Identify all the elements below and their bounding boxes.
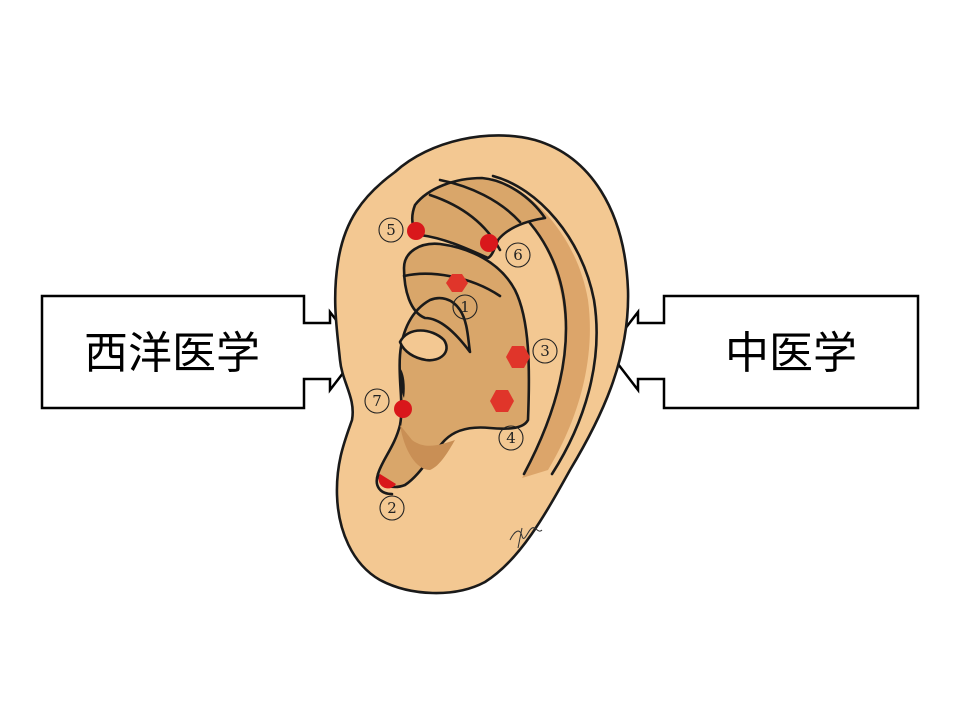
ear-tragus: [398, 329, 448, 362]
marker-label-5: 5: [378, 217, 404, 243]
ear-concha-shade: [400, 425, 455, 470]
marker-label-7: 7: [364, 388, 390, 414]
marker-label-3: 3: [532, 338, 558, 364]
marker-label-4: 4: [498, 425, 524, 451]
artist-signature: [509, 527, 543, 549]
acupoint-1-mark: [446, 274, 468, 292]
acupoint-4-mark: [490, 390, 514, 412]
svg-text:5: 5: [386, 221, 396, 239]
ear-helix-rim: [491, 174, 598, 476]
left-arrow-box: 西洋医学: [40, 294, 362, 410]
acupoint-5-mark: [407, 222, 425, 240]
right-arrow-box: 中医学: [606, 294, 920, 410]
marker-label-2: 2: [379, 495, 405, 521]
left-box-label: 西洋医学: [84, 328, 260, 379]
marker-labels: 1 2 3 4 5 6 7: [364, 217, 558, 521]
svg-text:2: 2: [387, 499, 397, 517]
acupoint-7-mark: [394, 400, 412, 418]
svg-text:6: 6: [513, 246, 523, 264]
right-arrow-shape: [606, 294, 920, 410]
marker-label-1: 1: [452, 294, 478, 320]
ear-crus-lower: [438, 178, 522, 224]
ear-antihelix-shade: [486, 178, 590, 478]
acupoint-3-mark: [506, 346, 530, 368]
right-box-label: 中医学: [725, 328, 857, 379]
ear-lobe-contour: [375, 472, 394, 496]
svg-text:7: 7: [372, 392, 382, 410]
svg-text:1: 1: [460, 298, 470, 316]
ear-canal: [399, 368, 405, 398]
ear: [333, 134, 630, 595]
acupoints: [378, 222, 530, 489]
svg-text:4: 4: [506, 429, 516, 447]
marker-label-6: 6: [505, 242, 531, 268]
acupoint-6-mark: [480, 234, 498, 252]
acupoint-2-mark: [378, 474, 396, 489]
svg-text:3: 3: [540, 342, 550, 360]
